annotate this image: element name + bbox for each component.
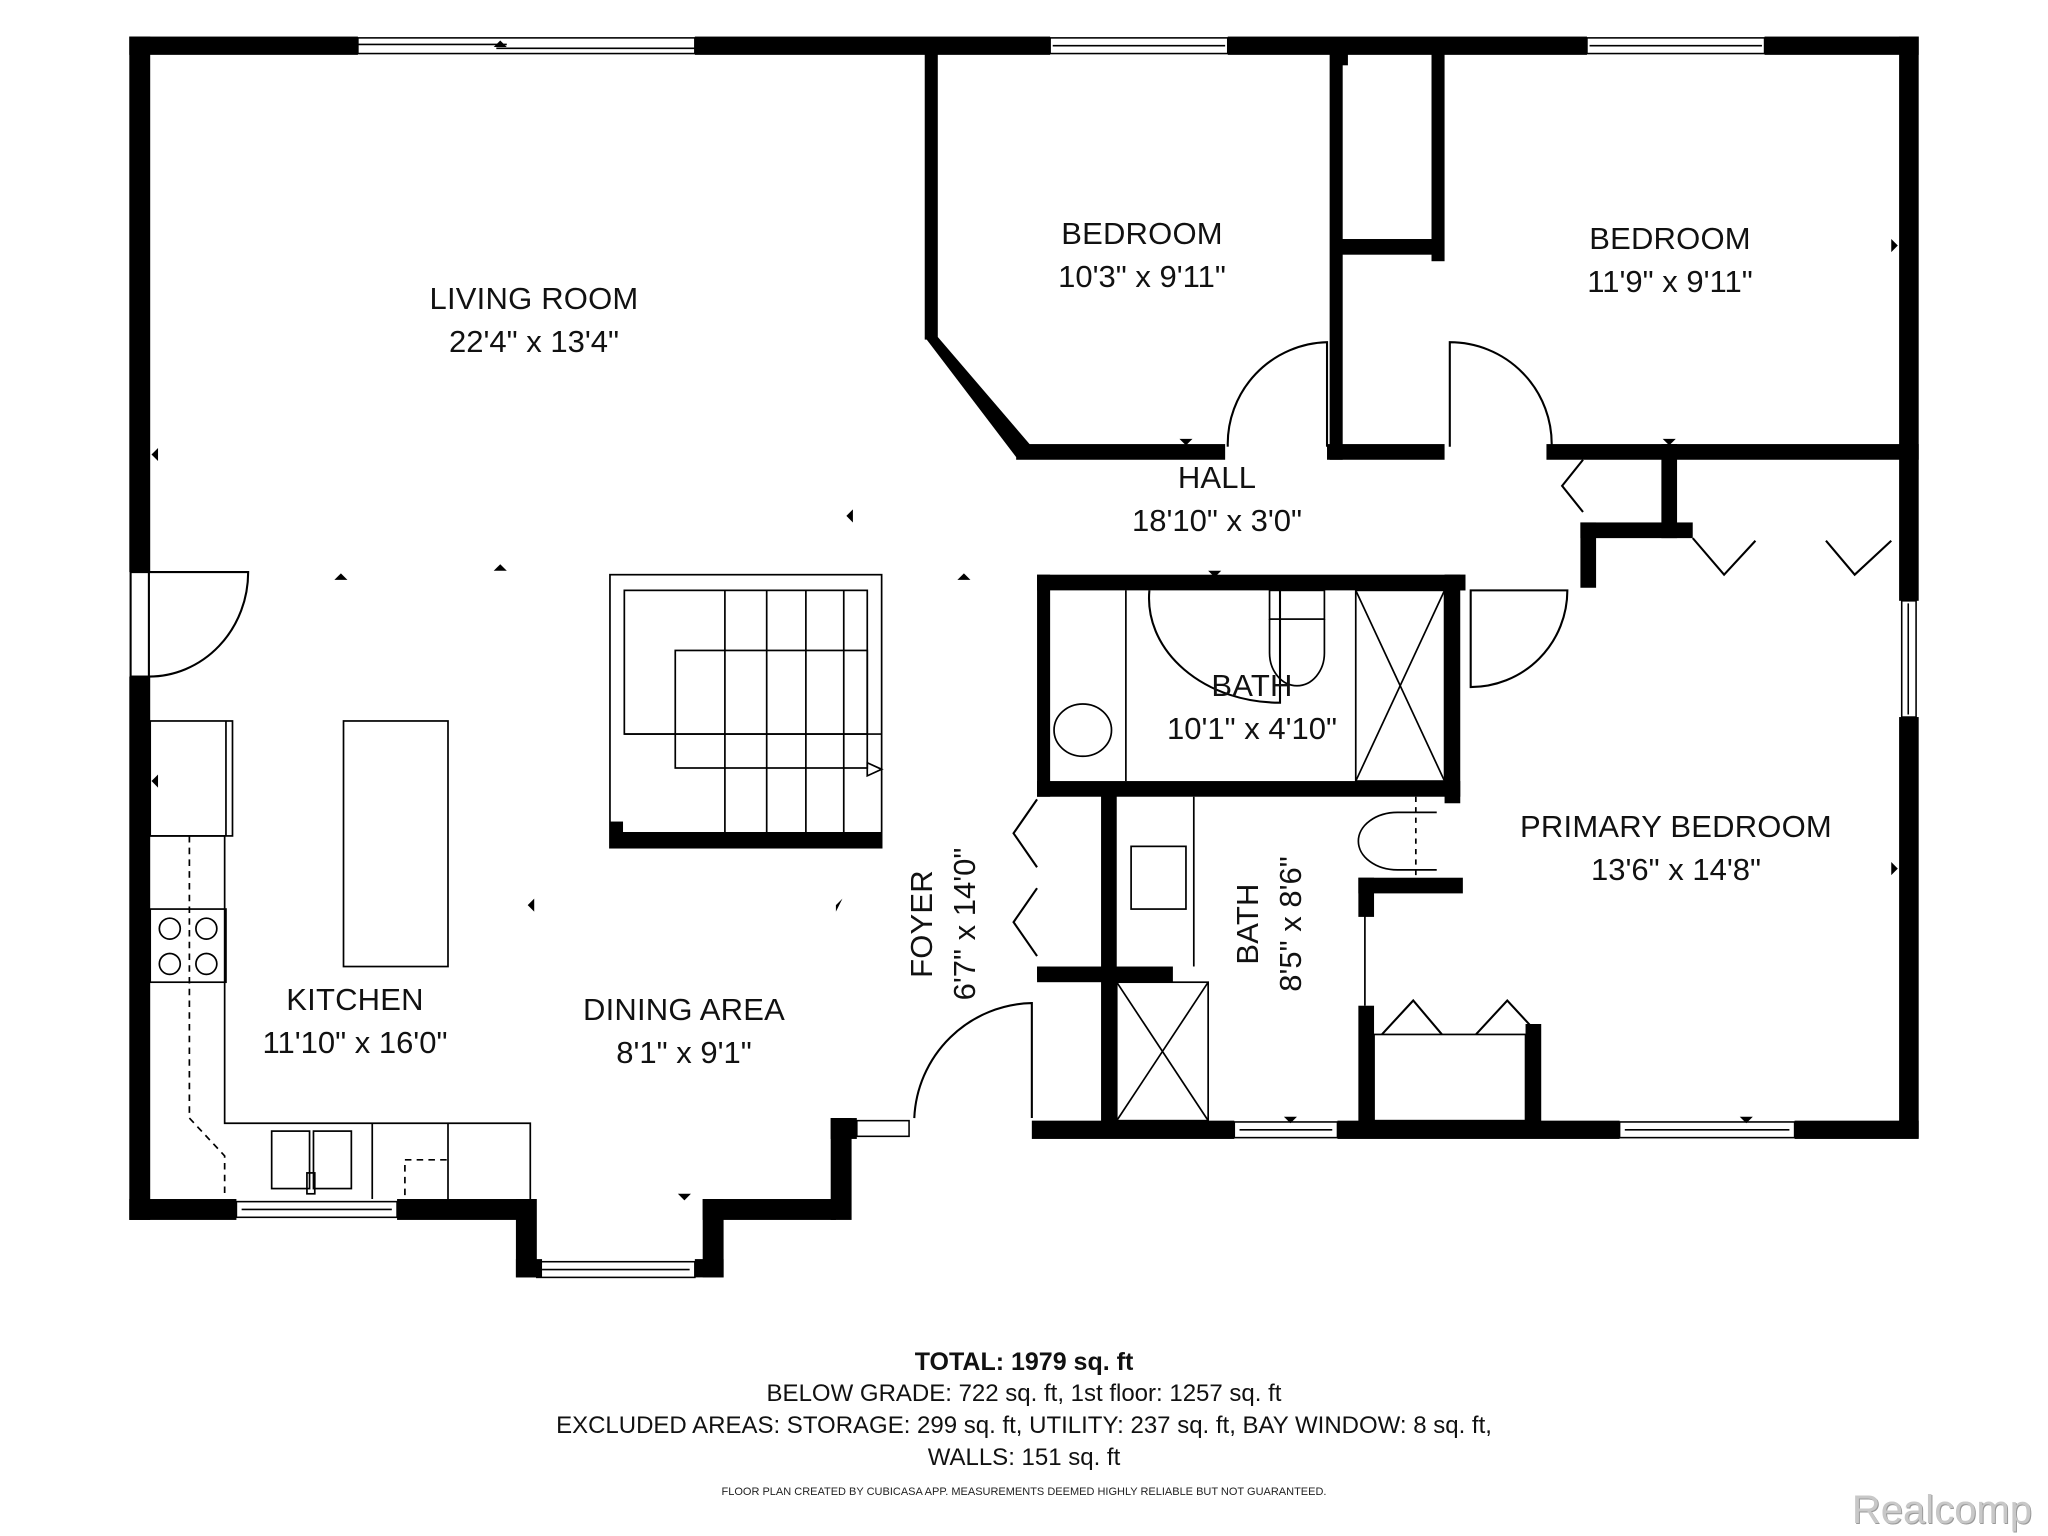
excluded-areas: EXCLUDED AREAS: STORAGE: 299 sq. ft, UTI… [556, 1412, 1492, 1439]
room-name: BEDROOM [1589, 221, 1751, 257]
room-dimensions: 11'9" x 9'11" [1587, 264, 1753, 299]
room-name: HALL [1177, 460, 1257, 496]
disclaimer: FLOOR PLAN CREATED BY CUBICASA APP. MEAS… [721, 1486, 1327, 1498]
exterior-walls [129, 36, 1919, 1278]
room-dimensions: 6'7" x 14'0" [947, 847, 982, 1001]
window-openings [235, 37, 1917, 1279]
interior-walls [609, 52, 1919, 1134]
room-name: LIVING ROOM [429, 281, 639, 317]
room-dimensions: 18'10" x 3'0" [1131, 503, 1303, 538]
room-dimensions: 10'1" x 4'10" [1166, 711, 1338, 746]
room-dimensions: 8'5" x 8'6" [1273, 856, 1308, 992]
room-label-bedroom-1: BEDROOM 10'3" x 9'11" [1058, 213, 1226, 299]
total-area: TOTAL: 1979 sq. ft [914, 1348, 1134, 1376]
room-label-hall: HALL 18'10" x 3'0" [1132, 457, 1302, 543]
room-name: BATH [1230, 883, 1266, 965]
room-label-bath-2: BATH 8'5" x 8'6" [1227, 856, 1313, 992]
room-label-bath-1: BATH 10'1" x 4'10" [1167, 665, 1337, 751]
room-dimensions: 11'10" x 16'0" [262, 1025, 448, 1060]
area-summary: TOTAL: 1979 sq. ft BELOW GRADE: 722 sq. … [0, 1346, 2048, 1474]
room-dimensions: 13'6" x 14'8" [1590, 852, 1762, 887]
room-name: KITCHEN [286, 982, 424, 1018]
room-name: PRIMARY BEDROOM [1520, 809, 1832, 845]
room-dimensions: 8'1" x 9'1" [616, 1035, 752, 1070]
room-label-kitchen: KITCHEN 11'10" x 16'0" [263, 979, 448, 1065]
room-label-bedroom-2: BEDROOM 11'9" x 9'11" [1587, 218, 1752, 304]
doors [129, 341, 1892, 1119]
room-dimensions: 10'3" x 9'11" [1058, 259, 1226, 294]
room-label-dining-area: DINING AREA 8'1" x 9'1" [583, 989, 785, 1075]
room-name: BATH [1211, 668, 1293, 704]
room-name: FOYER [904, 870, 940, 978]
room-name: BEDROOM [1061, 216, 1223, 252]
realcomp-watermark: Realcomp [1851, 1488, 2032, 1532]
room-dimensions: 22'4" x 13'4" [448, 324, 619, 359]
room-label-foyer: FOYER 6'7" x 14'0" [901, 848, 987, 1001]
fixtures [149, 573, 1527, 1200]
room-label-living-room: LIVING ROOM 22'4" x 13'4" [430, 278, 639, 364]
room-name: DINING AREA [582, 992, 786, 1028]
area-breakdown: BELOW GRADE: 722 sq. ft, 1st floor: 1257… [766, 1380, 1282, 1407]
room-label-primary-bedroom: PRIMARY BEDROOM 13'6" x 14'8" [1520, 806, 1832, 892]
walls-area: WALLS: 151 sq. ft [927, 1444, 1121, 1471]
direction-markers [151, 40, 1898, 1201]
